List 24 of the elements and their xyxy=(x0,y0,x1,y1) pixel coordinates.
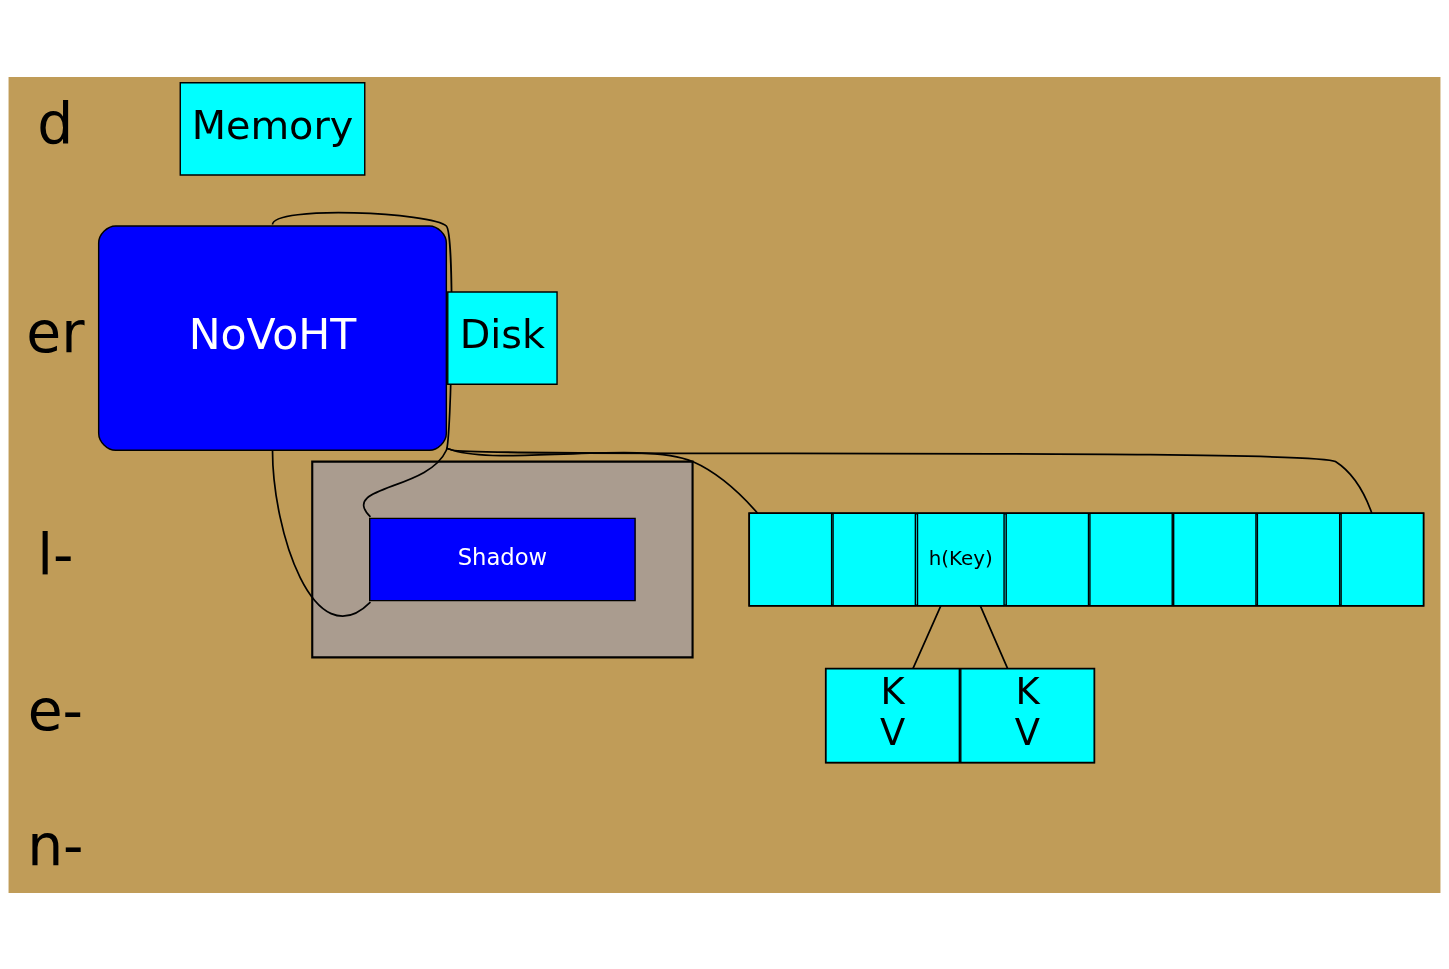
node-box xyxy=(1340,512,1425,606)
node-box: K V xyxy=(960,667,1095,763)
label: n- xyxy=(27,811,84,878)
connector xyxy=(912,604,942,669)
node-box: h(Key) xyxy=(916,512,1005,606)
node-box: Shadow xyxy=(369,517,636,601)
node-box xyxy=(1256,512,1341,606)
node-box xyxy=(748,512,833,606)
connector xyxy=(271,448,372,617)
node-box xyxy=(1172,512,1257,606)
node-box xyxy=(1089,512,1173,606)
node-box: K V xyxy=(825,667,961,763)
label: er xyxy=(26,298,85,365)
node-box: Memory xyxy=(179,81,366,176)
node-box xyxy=(1005,512,1090,606)
cluster xyxy=(311,460,694,658)
node-box: Disk xyxy=(447,290,558,385)
connector xyxy=(445,446,1373,514)
label: d xyxy=(37,89,74,156)
node-box xyxy=(832,512,917,606)
connector xyxy=(979,604,1009,669)
label: l- xyxy=(37,520,74,587)
node-box: NoVoHT xyxy=(97,224,448,451)
label: e- xyxy=(27,676,84,743)
